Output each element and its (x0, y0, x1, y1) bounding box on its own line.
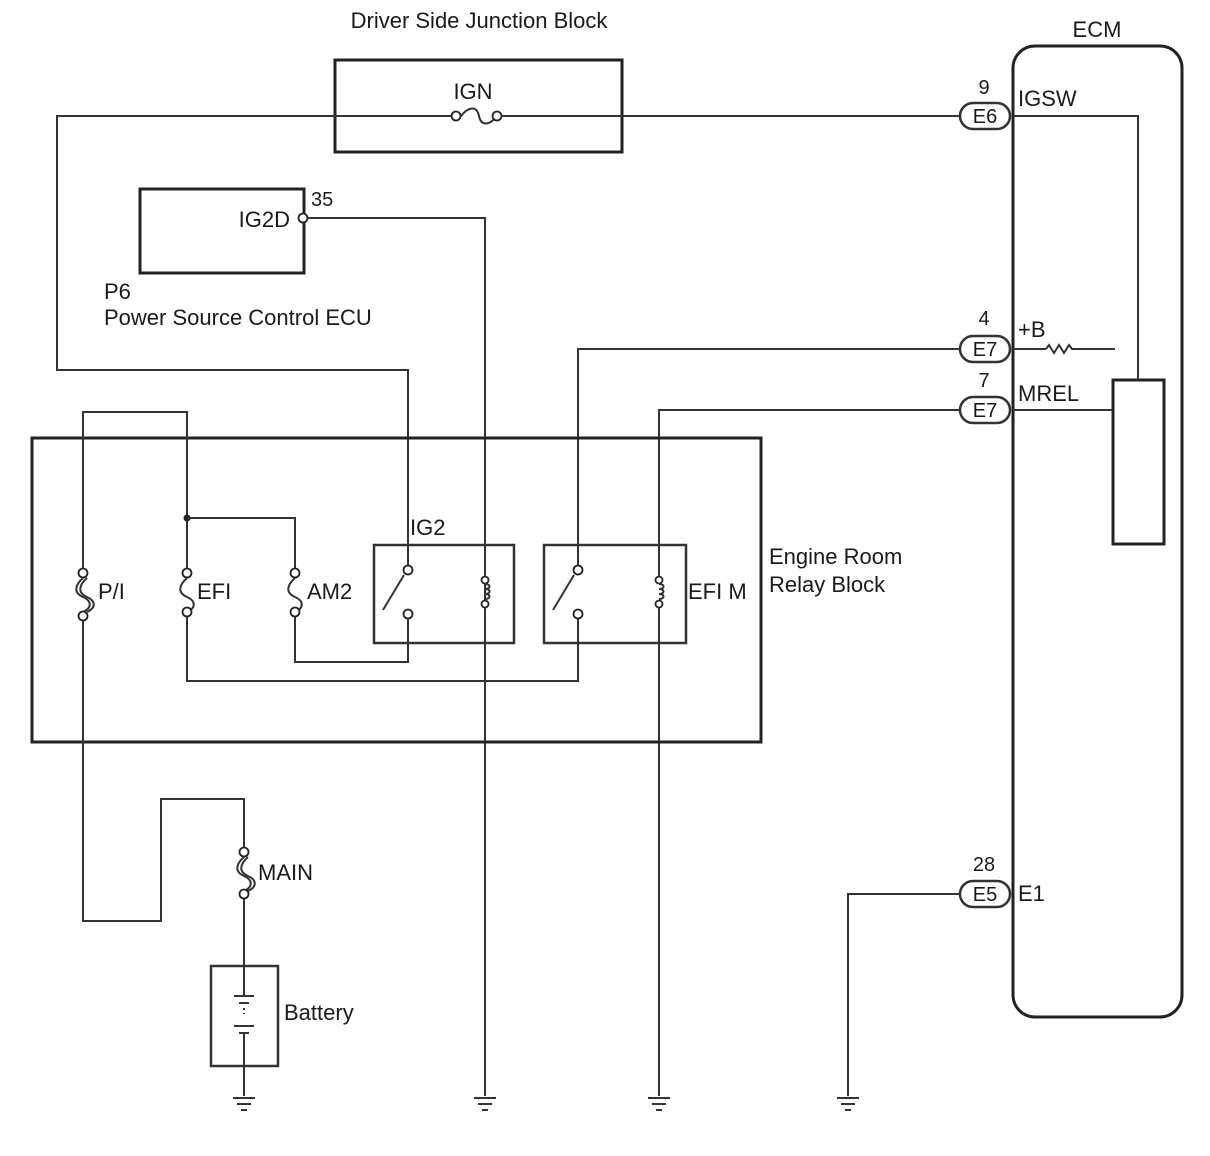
ecm-title: ECM (1073, 17, 1122, 42)
connector-label: E7 (973, 400, 997, 422)
ig2-coil (484, 583, 491, 600)
pin-number: 9 (978, 77, 989, 99)
junction-block-title: Driver Side Junction Block (351, 8, 609, 33)
pi-fuse-label: P/I (98, 579, 125, 604)
am2-feed-wire (187, 517, 296, 568)
pin-number: 4 (978, 308, 989, 330)
main-fuse: MAIN (236, 846, 313, 900)
ecm-pin-mrel: 7 E7 MREL (958, 370, 1079, 425)
pi-efi-bus-wire (82, 411, 188, 568)
pi-to-main-wire (82, 620, 245, 922)
connector-label: E7 (973, 339, 997, 361)
pin-name: E1 (1018, 881, 1045, 906)
ground-icon (837, 1097, 859, 1111)
ecm-pin-e1: 28 E5 E1 (958, 854, 1045, 909)
plus-b-resistor (1045, 343, 1115, 355)
power-ecu-code: P6 (104, 279, 131, 304)
junction-block: Driver Side Junction Block IGN (333, 8, 624, 154)
ig2-switch-contact (382, 574, 405, 611)
power-source-ecu: IG2D 35 P6 Power Source Control ECU (104, 187, 486, 1096)
ig2-relay-box (372, 543, 516, 645)
ign-wiring (56, 115, 959, 566)
am2-fuse-label: AM2 (307, 579, 352, 604)
ig2-relay-label: IG2 (410, 515, 445, 540)
pin-number: 28 (973, 854, 995, 876)
power-ecu-box (138, 187, 306, 275)
ecm-pin-plus-b: 4 E7 +B (958, 308, 1046, 364)
ign-fuse-symbol (450, 107, 503, 125)
relay-block-title-line2: Relay Block (769, 572, 886, 597)
efi-m-relay-label: EFI M (688, 579, 747, 604)
efi-m-coil (658, 583, 665, 600)
igsw-internal-wire (1013, 115, 1139, 380)
battery: Battery (209, 964, 354, 1068)
ig2d-wire (308, 217, 486, 1096)
ig2d-pin-label: IG2D (239, 207, 290, 232)
ig2d-terminal (297, 212, 309, 224)
power-ecu-title: Power Source Control ECU (104, 305, 372, 330)
relay-block: Engine Room Relay Block (30, 436, 902, 744)
connector-label: E6 (973, 106, 997, 128)
pin-name: MREL (1018, 381, 1079, 406)
ign-fuse-label: IGN (453, 79, 492, 104)
ground-icon (474, 1097, 496, 1111)
efi-fuse-label: EFI (197, 579, 231, 604)
efi-m-coil-to-mrel-wire (658, 409, 960, 579)
connector-label: E5 (973, 884, 997, 906)
efi-fuse: EFI (179, 567, 231, 618)
efi-m-relay: EFI M (542, 543, 747, 645)
ground-icon (233, 1097, 255, 1111)
connector-oval (958, 101, 1012, 131)
pin-name: IGSW (1018, 86, 1077, 111)
ig2-relay: IG2 (372, 515, 516, 645)
pin-number: 7 (978, 370, 989, 392)
pin-name: +B (1018, 317, 1046, 342)
junction-block-box (333, 58, 624, 154)
ecm-pin-igsw: 9 E6 IGSW (958, 77, 1077, 131)
am2-fuse: AM2 (287, 567, 352, 618)
main-fuse-label: MAIN (258, 860, 313, 885)
ecm: ECM (1011, 17, 1184, 1019)
battery-label: Battery (284, 1000, 354, 1025)
ground-icon (648, 1097, 670, 1111)
efi-m-switch-to-plus-b-wire (577, 348, 960, 566)
e1-ground-wire (847, 893, 960, 1096)
ecm-internal-driver (1111, 378, 1166, 546)
relay-block-box (30, 436, 763, 744)
ig2d-pin-number: 35 (311, 189, 333, 211)
efi-m-relay-box (542, 543, 688, 645)
relay-block-title-line1: Engine Room (769, 544, 902, 569)
pi-fuse: P/I (75, 567, 125, 622)
efi-m-switch-contact (552, 574, 575, 611)
am2-to-ig2-wire (294, 616, 409, 663)
efi-to-efi-m-wire (186, 616, 579, 682)
ecm-box (1011, 44, 1184, 1019)
